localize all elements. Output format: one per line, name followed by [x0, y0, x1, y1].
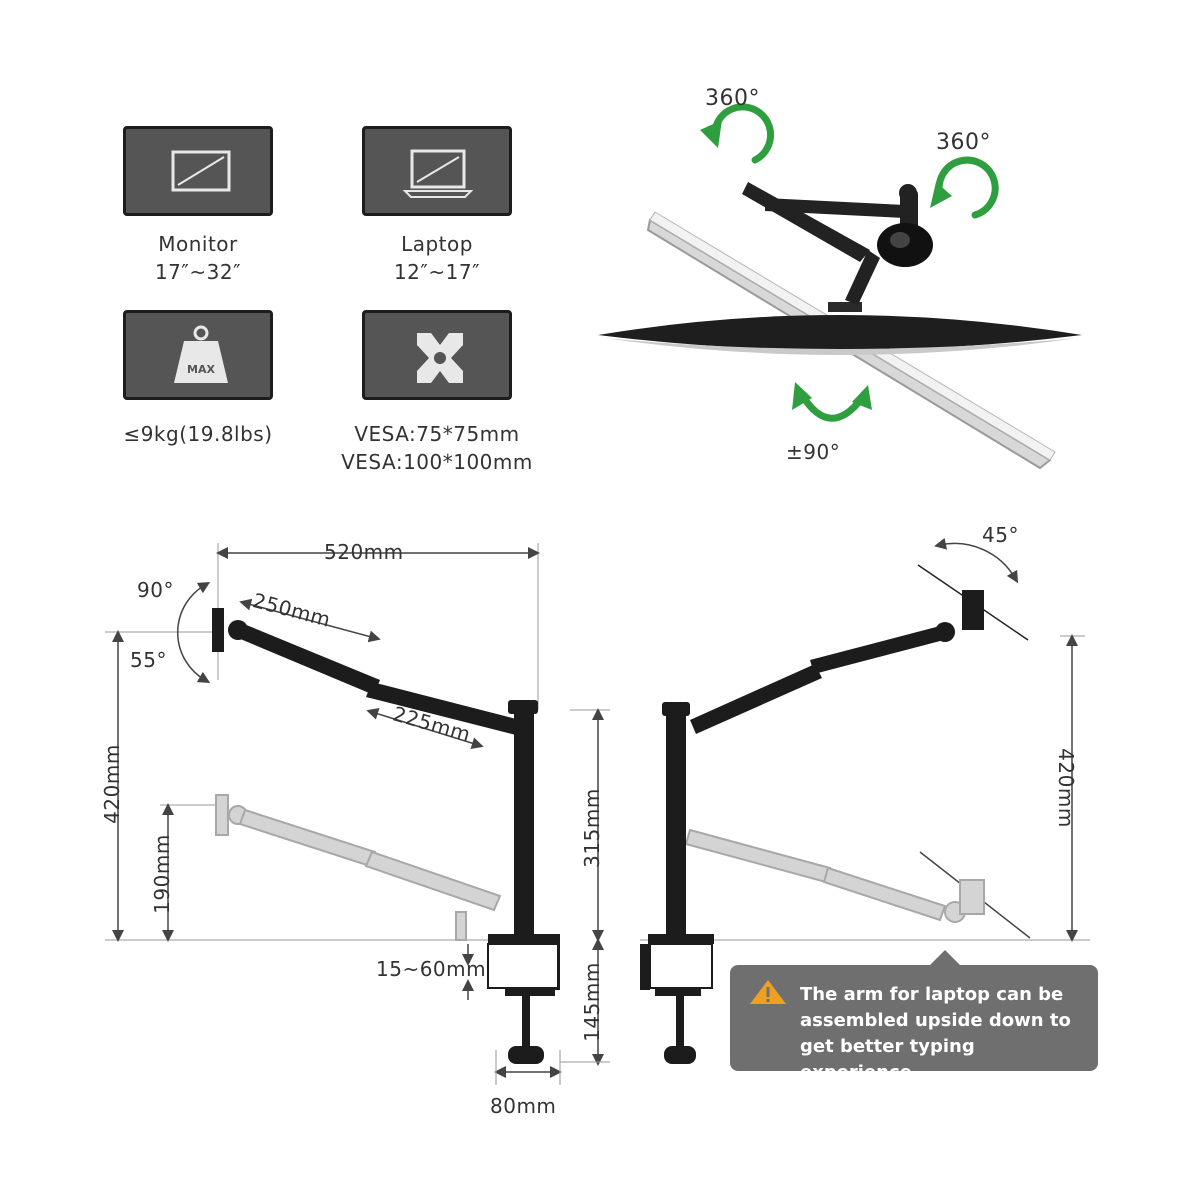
height-total-label: 420mm: [99, 744, 124, 824]
laptop-note: [730, 965, 1098, 1071]
left-diagram: [105, 543, 610, 1085]
rotate-arrow-right: [935, 156, 999, 219]
weight-label: ≤9kg(19.8lbs): [123, 422, 273, 446]
monitor-spec-box: [123, 126, 273, 216]
rotate-arrow-top: [711, 103, 775, 164]
note-text: The arm for laptop can be assembled upsi…: [800, 984, 1071, 1083]
clamp-height-label: 145mm: [579, 962, 604, 1042]
rotation-right-label: 360°: [936, 130, 991, 155]
pole-label: 315mm: [579, 788, 604, 868]
tilt-label: ±90°: [786, 440, 841, 464]
right-height-label: 420mm: [1053, 748, 1078, 828]
monitor-arm: [742, 182, 933, 305]
monitor-range: 17″~32″: [154, 260, 242, 284]
tilt-up-label: 90°: [137, 578, 174, 602]
laptop-tilt-label: 45°: [982, 523, 1019, 547]
right-diagram: [640, 537, 1090, 1064]
tilt-arrowhead-right: [852, 385, 872, 410]
vesa-spec-box: [362, 310, 512, 400]
vesa-label: VESA:75*75mm VESA:100*100mm: [337, 420, 537, 476]
weight-icon: [174, 325, 228, 383]
rotate-arrowhead-right: [930, 182, 952, 208]
monitor-icon: [171, 150, 231, 192]
tilt-arrow: [798, 391, 866, 422]
height-low-label: 190mm: [149, 834, 174, 914]
rotate-arrowhead-top: [700, 120, 722, 148]
tilt-arrowhead-left: [792, 382, 812, 410]
laptop-spec-box: [362, 126, 512, 216]
rotation-illustration: [598, 103, 1082, 470]
width-label: 520mm: [324, 540, 404, 564]
base-label: 80mm: [490, 1094, 557, 1118]
monitor-name: Monitor: [158, 232, 238, 256]
horizontal-monitor: [598, 302, 1082, 355]
laptop-range: 12″~17″: [393, 260, 481, 284]
vesa-line1: VESA:75*75mm: [354, 422, 520, 446]
laptop-label: Laptop 12″~17″: [337, 230, 537, 286]
weight-icon-text: MAX: [187, 363, 215, 376]
laptop-name: Laptop: [401, 232, 473, 256]
vesa-icon: [417, 333, 463, 383]
laptop-icon: [402, 149, 474, 198]
clamp-range-label: 15~60mm: [376, 957, 487, 981]
rotation-top-label: 360°: [705, 86, 760, 111]
tilt-down-label: 55°: [130, 648, 167, 672]
monitor-label: Monitor 17″~32″: [98, 230, 298, 286]
weight-spec-box: MAX: [123, 310, 273, 400]
vesa-line2: VESA:100*100mm: [341, 450, 533, 474]
